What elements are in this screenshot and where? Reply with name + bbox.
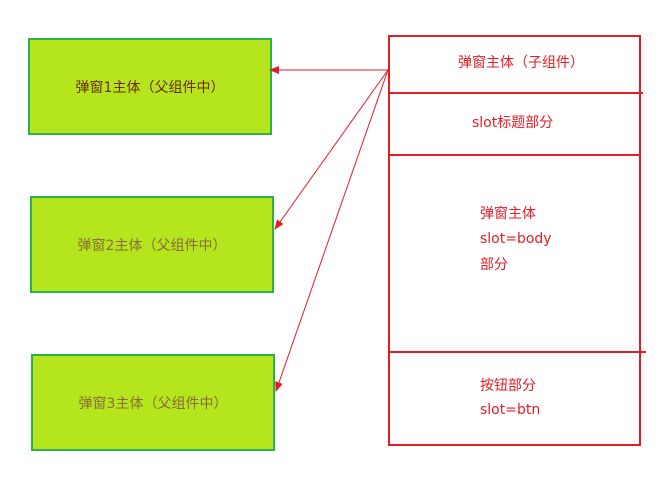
body-section-line-1: 弹窗主体 — [480, 206, 536, 222]
btn-section-line-1: 按钮部分 — [480, 378, 536, 394]
parent-box-1-label: 弹窗1主体（父组件中） — [75, 79, 225, 96]
parent-box-1: 弹窗1主体（父组件中） — [28, 38, 272, 135]
child-component-box — [388, 35, 641, 446]
parent-box-3: 弹窗3主体（父组件中） — [31, 354, 275, 451]
parent-box-3-label: 弹窗3主体（父组件中） — [78, 395, 228, 412]
slot-title-section: slot标题部分 — [472, 115, 554, 131]
child-divider-2 — [388, 154, 641, 156]
child-title: 弹窗主体（子组件） — [458, 55, 584, 71]
body-section-line-2: slot=body — [480, 231, 552, 247]
parent-box-2: 弹窗2主体（父组件中） — [30, 196, 274, 293]
child-divider-3 — [388, 351, 646, 353]
parent-box-2-label: 弹窗2主体（父组件中） — [77, 237, 227, 254]
child-divider-1 — [388, 92, 643, 94]
arrow-to-box-3 — [275, 69, 389, 392]
btn-section-line-2: slot=btn — [480, 402, 541, 418]
body-section-line-3: 部分 — [480, 257, 508, 273]
arrow-to-box-2 — [274, 69, 389, 230]
